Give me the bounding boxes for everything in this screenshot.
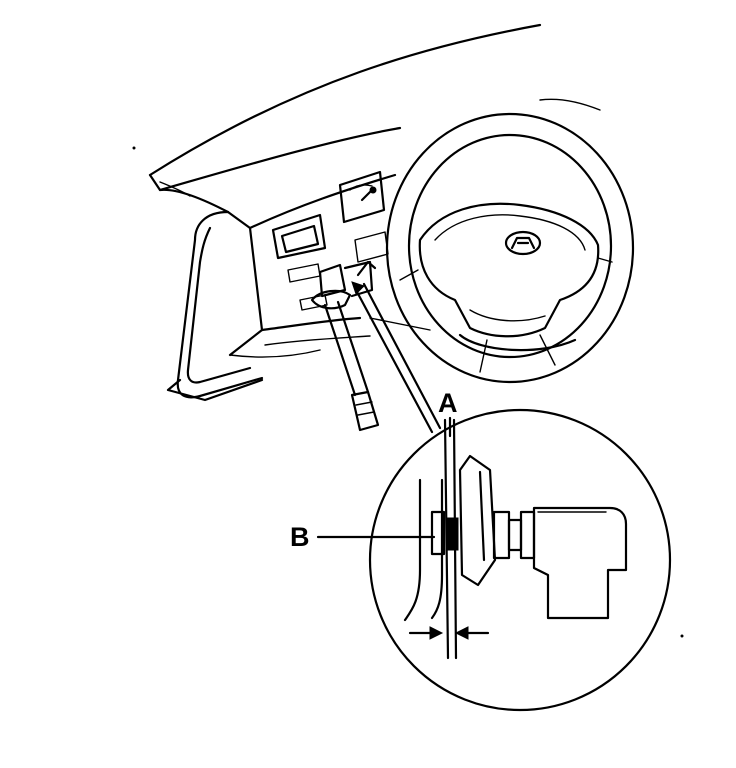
hyundai-logo [504, 230, 542, 256]
detail-magnifier-circle [368, 408, 672, 712]
steering-wheel [385, 112, 635, 384]
switch-location-arrow [351, 281, 442, 434]
dashboard-outline [148, 23, 601, 358]
callout-b: B [290, 522, 436, 552]
callout-label-a: A [438, 388, 458, 418]
print-specks [132, 146, 684, 638]
callout-a: A [438, 388, 458, 438]
left-side-panel [166, 210, 264, 402]
brake-pedal-assembly [310, 260, 380, 432]
detail-brake-switch [403, 418, 628, 660]
callout-label-b: B [290, 522, 310, 552]
